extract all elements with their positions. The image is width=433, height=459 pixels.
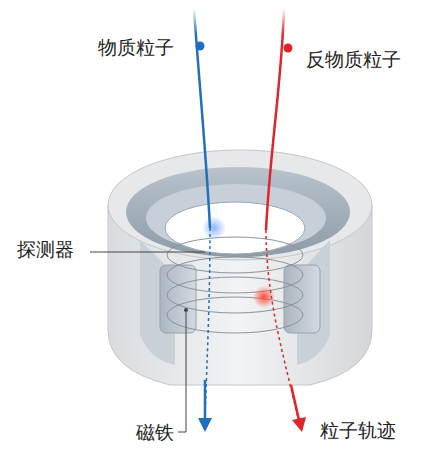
part-label: 探测器: [15, 238, 76, 261]
part-label: 磁铁: [134, 421, 176, 444]
particle-label: 物质粒子: [96, 36, 176, 59]
trajectory-label: 粒子轨迹: [318, 419, 398, 442]
particle-label: 反物质粒子: [304, 48, 403, 71]
